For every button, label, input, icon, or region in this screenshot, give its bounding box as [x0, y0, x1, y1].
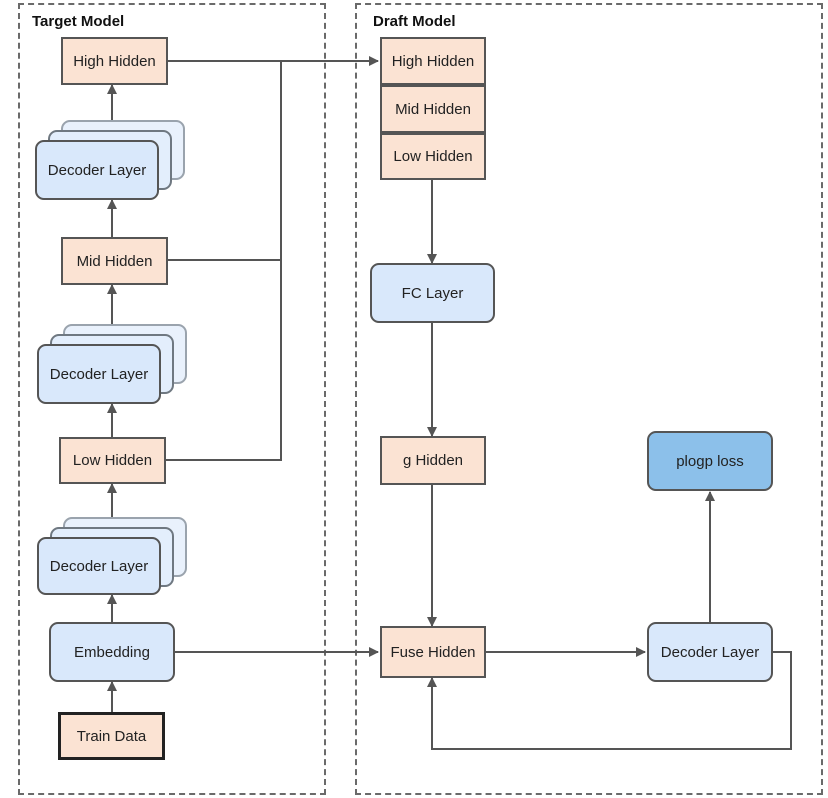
target-model-title: Target Model [32, 13, 125, 30]
draft-fc-layer: FC Layer [370, 263, 495, 323]
target-decoder-layer-top: Decoder Layer [35, 140, 159, 200]
target-decoder-layer-bottom: Decoder Layer [37, 537, 161, 595]
draft-model-title: Draft Model [373, 13, 456, 30]
target-decoder-layer-middle: Decoder Layer [37, 344, 161, 404]
draft-fuse-hidden: Fuse Hidden [380, 626, 486, 678]
draft-g-hidden: g Hidden [380, 436, 486, 485]
draft-plogp-loss: plogp loss [647, 431, 773, 491]
target-low-hidden: Low Hidden [59, 437, 166, 484]
target-embedding: Embedding [49, 622, 175, 682]
draft-mid-hidden: Mid Hidden [380, 85, 486, 133]
target-model-frame [18, 3, 326, 795]
target-mid-hidden: Mid Hidden [61, 237, 168, 285]
draft-model-frame [355, 3, 823, 795]
draft-decoder-layer: Decoder Layer [647, 622, 773, 682]
target-train-data: Train Data [58, 712, 165, 760]
line-low-hidden-merge [166, 260, 282, 461]
arrow-decoder-feedback [427, 651, 792, 750]
draft-high-hidden: High Hidden [380, 37, 486, 85]
draft-low-hidden: Low Hidden [380, 133, 486, 180]
target-high-hidden: High Hidden [61, 37, 168, 85]
